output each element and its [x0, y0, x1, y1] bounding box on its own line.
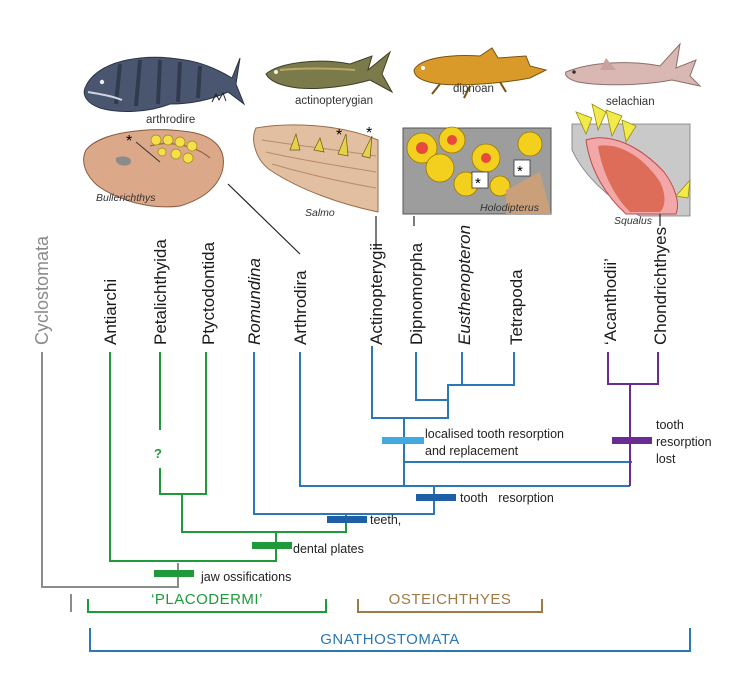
note-lost-line-1: tooth — [656, 418, 684, 432]
label-placodermi: ‘PLACODERMI’ — [151, 591, 263, 608]
note-dental-plates: dental plates — [293, 542, 364, 556]
note-jaw-ossifications: jaw ossifications — [200, 570, 291, 584]
note-localised-line-2: and replacement — [425, 444, 519, 458]
taxon-dipnomorpha: Dipnomorpha — [407, 242, 426, 345]
bar-teeth — [327, 516, 367, 523]
branches-chondrichthyes — [607, 352, 659, 486]
taxon-ptyctodontida: Ptyctodontida — [199, 241, 218, 345]
asterisk-holodipterus-1: * — [475, 175, 481, 192]
label-actinopterygian: actinopterygian — [295, 95, 373, 107]
squalus-jaw-illustration — [571, 103, 691, 217]
question-mark-petalichthyida: ? — [154, 446, 162, 461]
taxon-cyclostomata: Cyclostomata — [32, 235, 52, 345]
bracket-gnathostomata — [89, 628, 691, 652]
taxon-tetrapoda: Tetrapoda — [507, 269, 526, 345]
label-gnathostomata: GNATHOSTOMATA — [320, 631, 460, 648]
branches-placodermi — [109, 352, 347, 562]
asterisk-bullerichthys: * — [126, 133, 132, 150]
taxon-antiarchi: Antiarchi — [101, 279, 120, 345]
taxon-eusthenopteron: Eusthenopteron — [455, 225, 474, 345]
salmo-jaw-illustration — [253, 124, 379, 213]
selachian-illustration — [565, 42, 702, 87]
asterisk-salmo-2: * — [366, 125, 372, 142]
actinopterygian-illustration — [265, 50, 394, 94]
taxon-chondrichthyes: Chondrichthyes — [651, 227, 670, 345]
bar-tooth-resorption-lost — [612, 437, 652, 444]
note-lost-line-3: lost — [656, 452, 676, 466]
bullerichthys-jaw-illustration — [83, 129, 224, 208]
taxon-acanthodii: ‘Acanthodii’ — [601, 258, 620, 345]
bracket-osteichthyes — [357, 599, 543, 613]
bracket-placodermi — [87, 599, 327, 613]
arthrodire-illustration — [83, 56, 246, 112]
taxon-petalichthyida: Petalichthyida — [151, 239, 170, 345]
holodipterus-section-illustration — [402, 126, 552, 215]
connector-arthrodira — [227, 183, 301, 255]
note-tooth-resorption: tooth resorption — [460, 491, 554, 505]
dipnoan-illustration — [413, 47, 548, 99]
taxon-actinopterygii: Actinopterygii — [367, 243, 386, 345]
asterisk-holodipterus-2: * — [517, 163, 523, 180]
label-osteichthyes: OSTEICHTHYES — [389, 591, 512, 608]
taxon-romundina: Romundina — [245, 258, 264, 345]
label-salmo: Salmo — [305, 207, 335, 219]
asterisk-salmo-1: * — [336, 127, 342, 144]
label-bullerichthys: Bullerichthys — [96, 192, 156, 204]
bar-jaw-ossifications — [154, 570, 194, 577]
bar-tooth-resorption — [416, 494, 456, 501]
note-localised-line-1: localised tooth resorption — [425, 427, 564, 441]
label-squalus: Squalus — [614, 215, 653, 227]
note-teeth: teeth, — [370, 513, 401, 527]
label-selachian: selachian — [606, 96, 655, 108]
bar-localised-tooth-resorption — [382, 437, 424, 444]
label-arthrodire: arthrodire — [146, 114, 195, 126]
label-holodipterus: Holodipterus — [480, 202, 540, 214]
label-dipnoan: dipnoan — [453, 83, 494, 95]
note-lost-line-2: resorption — [656, 435, 712, 449]
bar-dental-plates — [252, 542, 292, 549]
taxon-arthrodira: Arthrodira — [291, 270, 310, 345]
